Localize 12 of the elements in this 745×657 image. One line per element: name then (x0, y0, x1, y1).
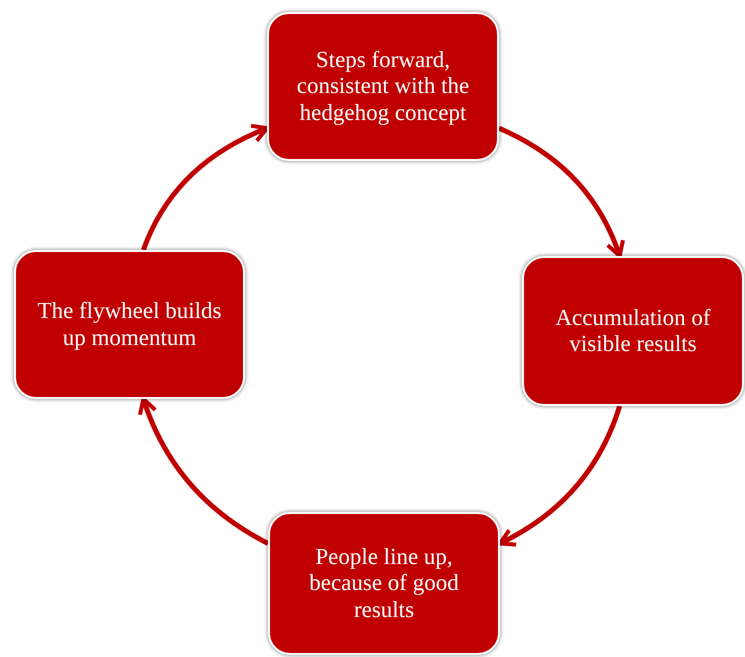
process-box (267, 12, 499, 161)
box-text: The flywheel builds up momentum (36, 298, 222, 351)
process-box (14, 250, 245, 399)
process-box (268, 512, 500, 655)
box-text: People line up, because of good results (308, 544, 460, 624)
curved-arrow (498, 405, 622, 546)
box-text: Accumulation of visible results (554, 304, 712, 358)
process-box (522, 256, 744, 406)
curved-arrow (498, 126, 624, 258)
curved-arrow (138, 397, 270, 546)
box-text: Steps forward, consistent with the hedgehog concept (296, 46, 470, 126)
curved-arrow (141, 124, 269, 251)
